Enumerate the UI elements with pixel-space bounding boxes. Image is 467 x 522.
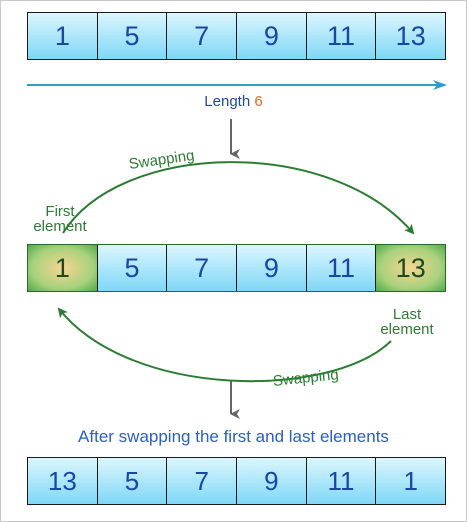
last-element-cell: 13: [376, 245, 446, 291]
swap-array: 1 5 7 9 11 13: [27, 244, 446, 292]
original-array: 1 5 7 9 11 13: [27, 12, 446, 60]
array-cell: 9: [237, 458, 307, 504]
array-cell: 11: [306, 245, 377, 291]
curved-arrow-icon: [62, 161, 415, 235]
array-cell: 7: [167, 458, 238, 504]
array-cell: 9: [237, 245, 307, 291]
array-cell: 13: [376, 13, 446, 59]
result-array: 13 5 7 9 11 1: [27, 457, 446, 505]
array-cell: 11: [306, 458, 377, 504]
array-cell: 5: [97, 13, 168, 59]
array-cell: 13: [28, 458, 98, 504]
first-element-cell: 1: [28, 245, 98, 291]
after-swap-caption: After swapping the first and last elemen…: [78, 427, 389, 446]
first-element-label: First element: [33, 203, 87, 235]
array-cell: 5: [97, 458, 168, 504]
array-cell: 7: [167, 13, 238, 59]
array-cell: 9: [237, 13, 307, 59]
array-cell: 7: [167, 245, 238, 291]
length-caption: Length 6: [204, 93, 263, 110]
curved-arrow-icon: [57, 307, 392, 383]
length-value: 6: [254, 93, 263, 110]
array-cell: 5: [97, 245, 168, 291]
array-cell: 1: [376, 458, 446, 504]
array-cell: 11: [306, 13, 377, 59]
array-cell: 1: [28, 13, 98, 59]
last-element-label: Last element: [380, 306, 434, 338]
